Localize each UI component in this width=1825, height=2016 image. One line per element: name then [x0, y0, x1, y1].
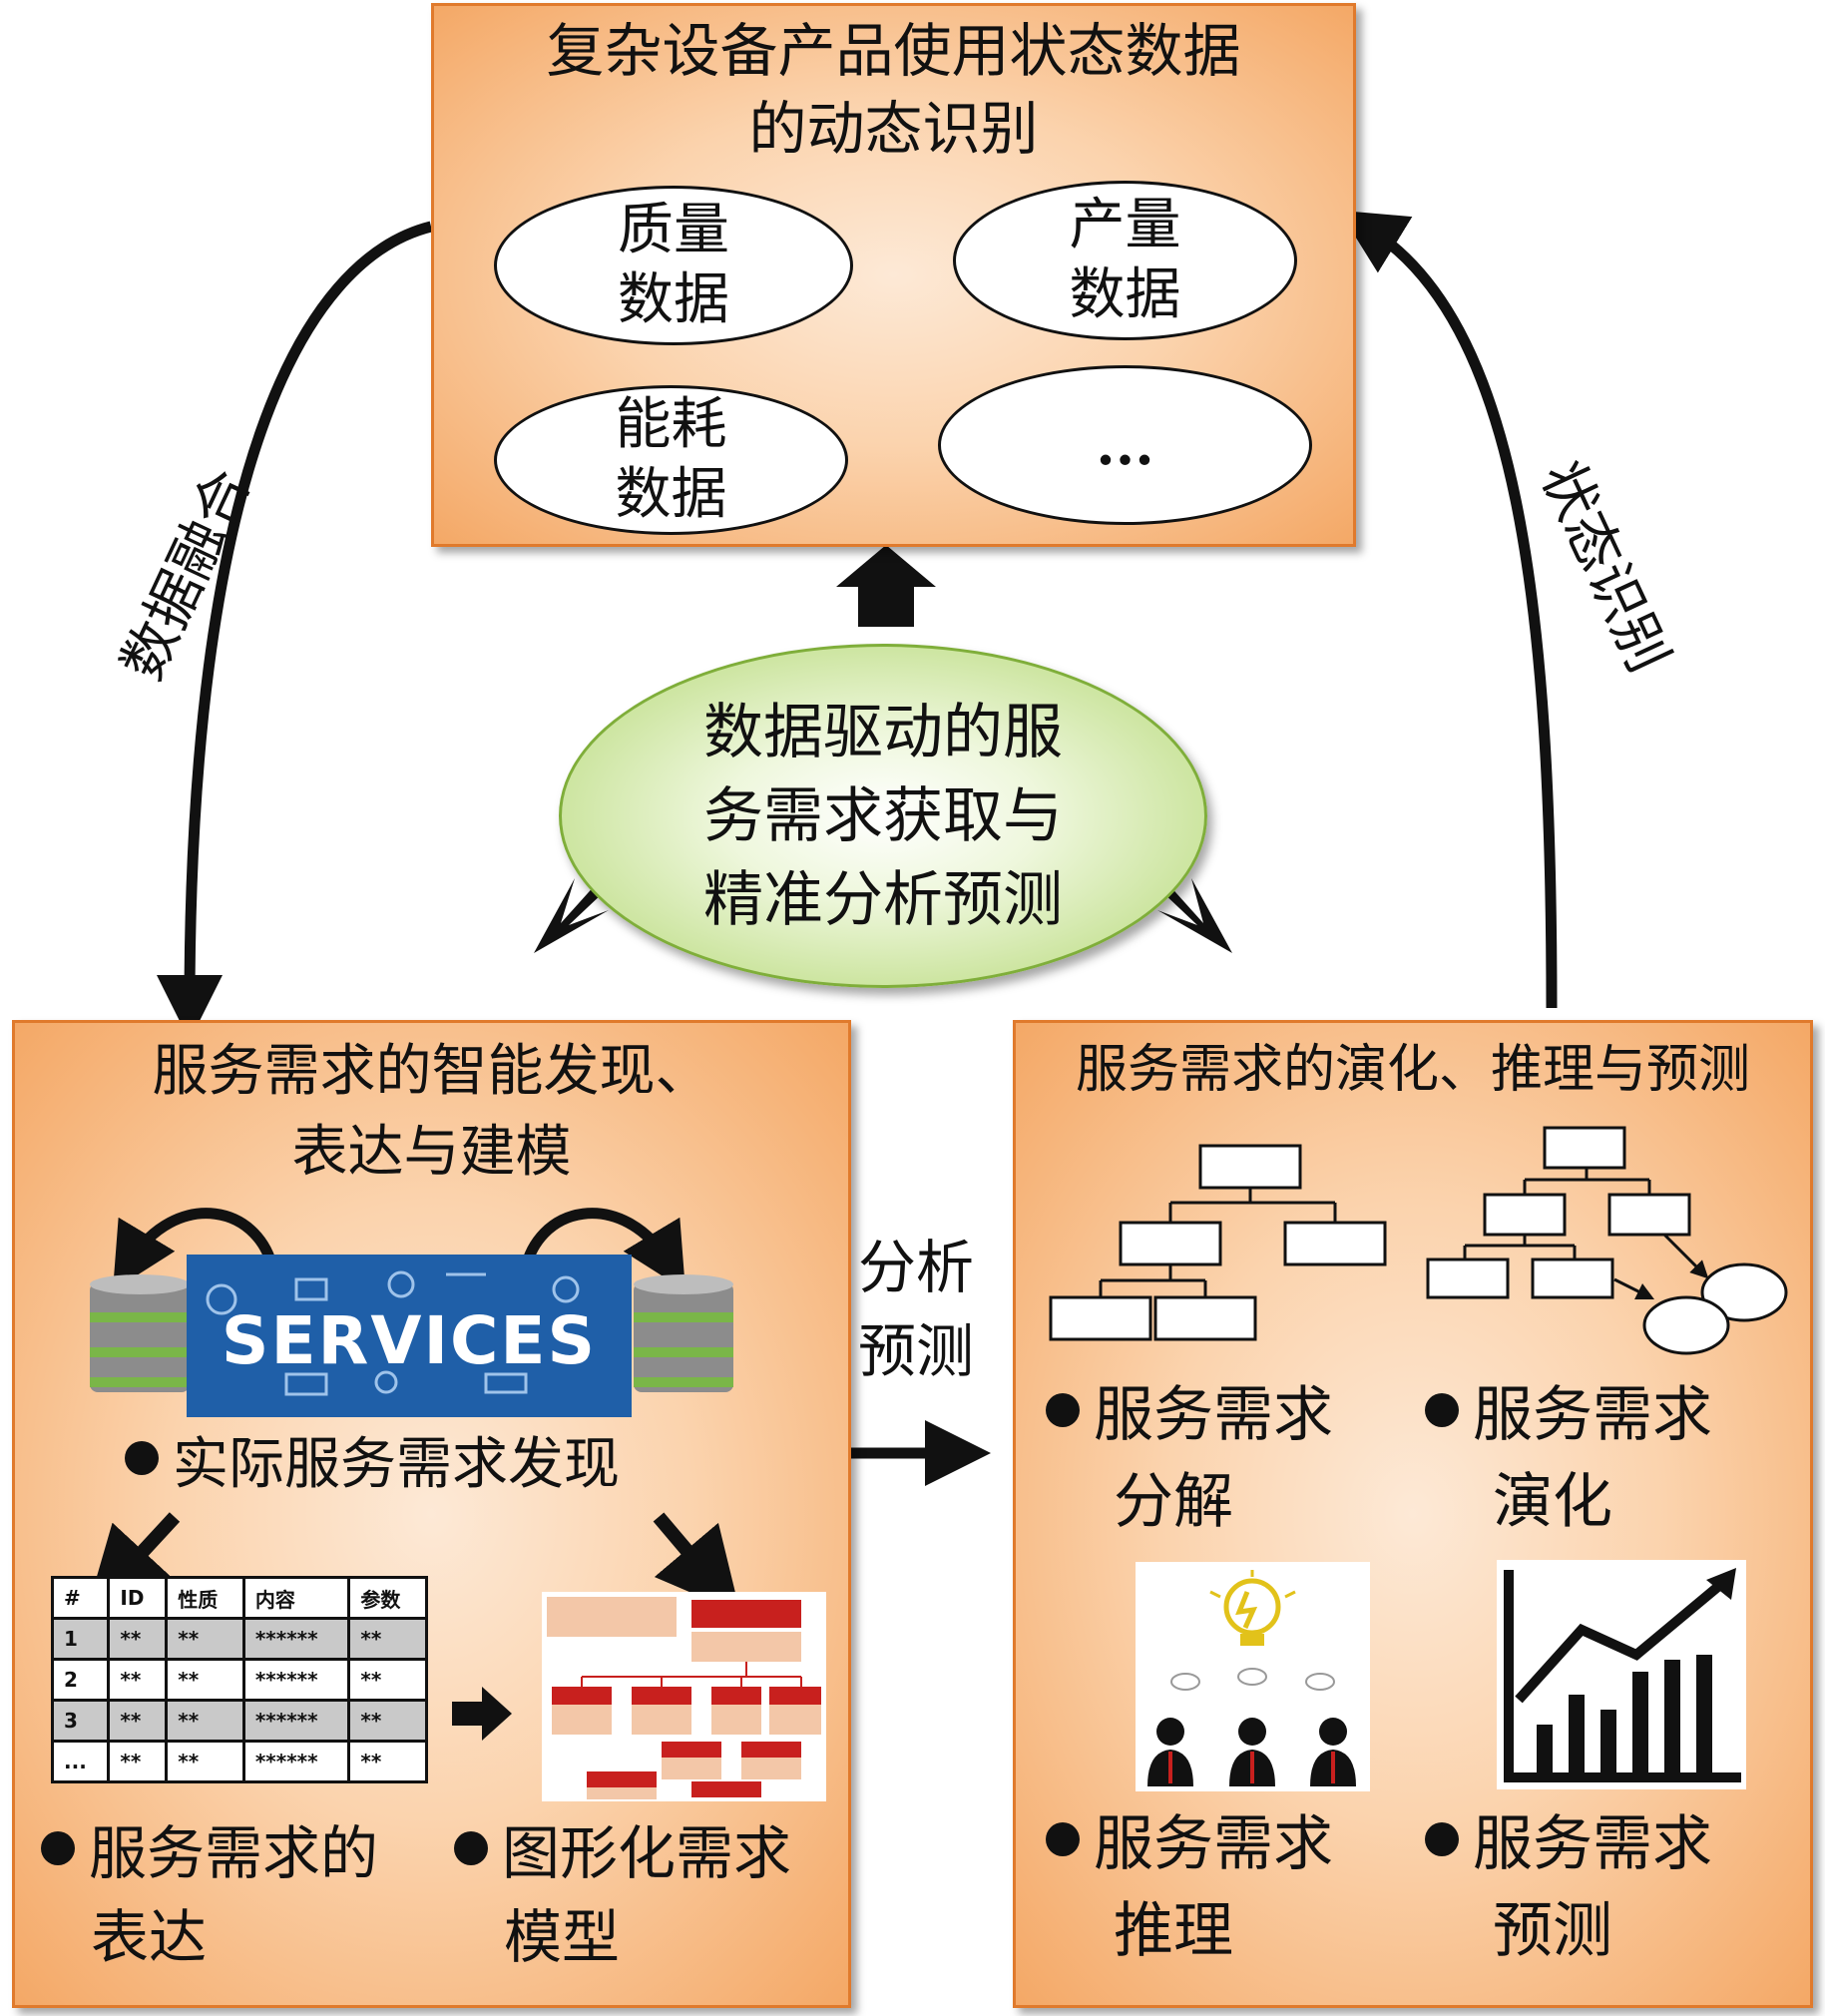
state-data-box: 复杂设备产品使用状态数据 的动态识别 质量 数据 产量 数据 能耗 数据 ...: [431, 3, 1356, 547]
more-data-oval: ...: [938, 365, 1312, 525]
table-row: 2************: [50, 1658, 428, 1702]
bullet-dot: [454, 1831, 488, 1865]
requirements-table: # ID 性质 内容 参数 1************ 2***********…: [50, 1576, 428, 1783]
quality-data-oval: 质量 数据: [494, 186, 853, 345]
bullet-dot: [1046, 1822, 1080, 1856]
analysis-prediction-label: 分析 预测: [858, 1234, 975, 1386]
bullet-dot: [1425, 1822, 1459, 1856]
graphical-model-image: [542, 1592, 826, 1801]
item-reasoning: 服务需求 推理: [1046, 1801, 1333, 1975]
state-identification-arrow: [1338, 210, 1558, 1009]
decomposition-tree: [1049, 1144, 1387, 1341]
bullet-dot: [1425, 1393, 1459, 1427]
bullet-dot: [1046, 1393, 1080, 1427]
table-to-model-arrow: [452, 1687, 512, 1741]
energy-data-oval: 能耗 数据: [494, 385, 848, 535]
bullet-dot: [41, 1831, 75, 1865]
discovery-title: 服务需求的智能发现、 表达与建模: [152, 1039, 711, 1186]
output-data-oval: 产量 数据: [953, 181, 1297, 340]
item-decomposition: 服务需求 分解: [1046, 1372, 1333, 1546]
table-row: 1************: [50, 1617, 428, 1661]
discovery-arrows: [112, 1208, 686, 1291]
down-left-block-arrow: [534, 878, 609, 953]
evolution-tree: [1426, 1126, 1788, 1355]
item-actual-discovery: 实际服务需求发现: [125, 1424, 620, 1505]
item-expression: 服务需求的 表达: [41, 1811, 378, 1979]
center-ellipse: 数据驱动的服 务需求获取与 精准分析预测: [559, 644, 1207, 988]
evolution-box: 服务需求的演化、推理与预测 服务需求 分解 服务需求 演化: [1013, 1020, 1813, 2008]
service-icons: [206, 1270, 580, 1396]
bullet-dot: [125, 1441, 159, 1475]
split-arrows: [86, 1512, 741, 1615]
table-row: ...************: [50, 1740, 428, 1783]
database-icon: [634, 1274, 733, 1392]
state-data-title: 复杂设备产品使用状态数据 的动态识别: [546, 17, 1241, 164]
services-word: SERVICES: [221, 1302, 598, 1379]
data-fusion-arrow: [157, 221, 433, 1041]
down-right-block-arrow: [1157, 878, 1232, 953]
lightbulb-icon: [1223, 1578, 1281, 1636]
discovery-box: 服务需求的智能发现、 表达与建模 SERVICES: [12, 1020, 851, 2008]
item-evolution: 服务需求 演化: [1425, 1372, 1712, 1546]
table-header: # ID 性质 内容 参数: [50, 1576, 428, 1620]
services-banner: SERVICES: [187, 1255, 632, 1417]
item-graphical-model: 图形化需求 模型: [454, 1811, 791, 1979]
evolution-title: 服务需求的演化、推理与预测: [1075, 1040, 1750, 1100]
table-row: 3************: [50, 1699, 428, 1743]
database-icon: [90, 1274, 190, 1392]
up-block-arrow: [836, 545, 936, 627]
item-prediction: 服务需求 预测: [1425, 1801, 1712, 1975]
reasoning-image: [1136, 1562, 1370, 1791]
prediction-chart-image: [1497, 1560, 1746, 1789]
